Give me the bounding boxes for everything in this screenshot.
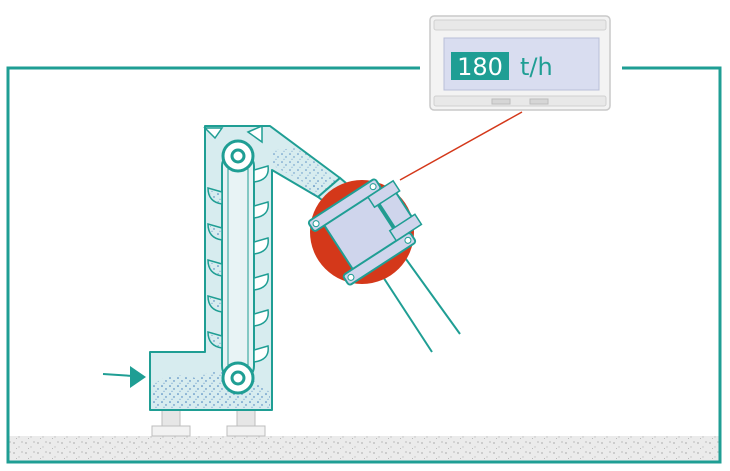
arrow-right-icon — [102, 366, 146, 388]
boot-pulley-icon — [221, 361, 255, 395]
flow-meter-body — [307, 178, 423, 286]
display-unit: 180 t/h — [429, 15, 611, 111]
head-pulley-icon — [221, 139, 255, 173]
buckets-right — [253, 165, 269, 363]
elevator-belt — [221, 151, 255, 381]
signal-line — [399, 111, 523, 181]
display-unit-label: t/h — [520, 53, 553, 81]
head-material — [272, 148, 330, 190]
display-value: 180 — [457, 53, 503, 81]
buckets-head — [203, 124, 263, 144]
enclosure-frame — [6, 66, 722, 464]
bucket-fill-left — [210, 190, 221, 347]
display-value-highlight — [451, 52, 509, 80]
ground-gravel — [8, 436, 720, 462]
